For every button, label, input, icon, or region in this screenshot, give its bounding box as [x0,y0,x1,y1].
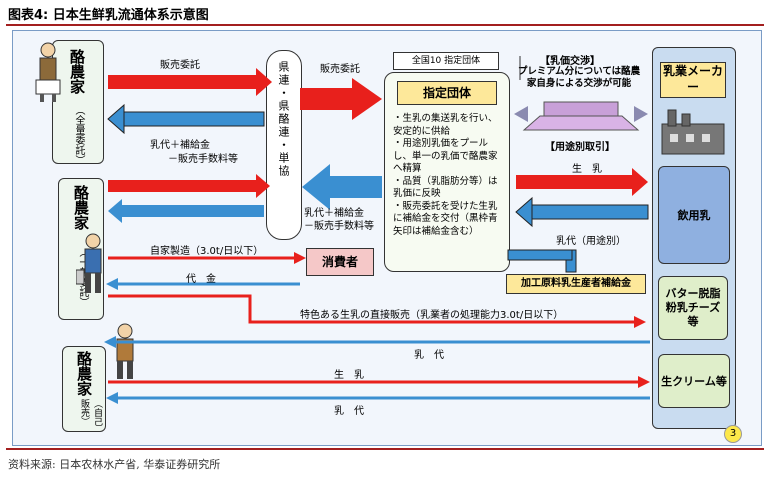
fresh-cream-box: 生クリーム等 [658,354,730,408]
consumer-box: 消費者 [306,248,374,276]
arrow-direct-sale [108,294,646,328]
label-price: 代 金 [186,274,216,285]
farmer-box-full: 酪農家 （全量委託） [52,40,104,165]
prefecture-federation-box: 県連・県酪連・単協 [266,50,302,240]
farmer-box-self: 酪農家 （自己販売） [62,346,106,432]
farmer-subtitle: （全量委託） [73,105,84,165]
arrow-subsidy [507,249,577,273]
drinking-milk-box: 飲用乳 [658,166,730,264]
label-payment-2b: －販売手数料等 [304,221,374,232]
farmer-worker-illustration [76,233,102,293]
arrow-raw-milk-to-dairy [516,168,648,196]
label-sales-consign-2: 販売委託 [320,64,360,75]
label-milk-payment-2: 乳 代 [414,350,444,361]
farmer-title: 酪農家 [68,49,86,94]
farmer-herder-illustration [116,323,134,379]
bottom-rule [6,448,764,450]
subsidy-box: 加工原料乳生産者補給金 [506,274,646,294]
figure-title: 图表4: 日本生鲜乳流通体系示意图 [8,8,209,23]
label-payment-1b: －販売手数料等 [168,154,238,165]
factory-icon [661,109,725,155]
use-based-trade-label: 【用途別取引】 [545,142,615,153]
label-sales-consign-1: 販売委託 [160,60,200,71]
label-raw-milk-2: 生 乳 [334,370,364,381]
arrow-consign-3 [108,174,270,198]
designated-body-title: 指定団体 [397,81,497,105]
label-direct-sale: 特色ある生乳の直接販売（乳業者の処理能力3.0t/日以下） [300,310,564,321]
prefecture-label: 県連・県酪連・単協 [277,61,290,178]
farmer-subtitle: （自己販売） [79,399,102,426]
farmer-title: 酪農家 [75,351,93,396]
label-milk-payment-use: 乳代（用途別） [556,236,626,247]
label-milk-payment-3: 乳 代 [334,406,364,417]
arrow-payment-3 [108,199,264,223]
label-payment-1: 乳代＋補給金 [150,140,210,151]
arrow-milk-payment-use [515,196,649,228]
farmer-box-partial: 酪農家 （一部委託） [58,178,104,320]
arrow-payment-1 [107,103,265,135]
designated-point: ・販売委託を受けた生乳に補給金を交付（黒枠青矢印は補給金含む） [393,200,498,237]
negotiation-table-illustration [514,101,648,131]
arrow-consign-1 [108,68,272,96]
designated-body-points: ・生乳の集送乳を行い、安定的に供給 ・用途別乳価をプールし、単一の乳価で酪農家へ… [393,113,505,238]
dairy-manufacturer-title: 乳業メーカー [660,62,726,98]
arrow-payment-2 [302,164,382,210]
label-raw-milk-1: 生 乳 [572,164,602,175]
designated-point: ・生乳の集送乳を行い、安定的に供給 [393,113,498,137]
farmer-cow-illustration [35,42,61,102]
label-payment-2: 乳代＋補給金 [304,208,364,219]
source-note: 资料来源: 日本农林水产省, 华泰证券研究所 [8,458,221,471]
arrow-consign-2 [300,78,382,120]
price-negotiation-note: プレミアム分については酪農家自身による交渉が可能 [517,66,641,89]
national-designated-label: 全国10 指定団体 [393,52,499,70]
designated-body-box: 指定団体 ・生乳の集送乳を行い、安定的に供給 ・用途別乳価をプールし、単一の乳価… [384,72,510,272]
designated-point: ・用途別乳価をプールし、単一の乳価で酪農家へ精算 [393,138,498,174]
page-number-badge: 3 [724,425,742,443]
label-self-production: 自家製造（3.0t/日以下） [150,246,264,257]
designated-point: ・品質（乳脂肪分等）は乳価に反映 [393,175,498,200]
price-negotiation-title: 【乳価交渉】 [540,56,600,67]
butter-cheese-box: バター脱脂粉乳チーズ等 [658,276,728,340]
farmer-title: 酪農家 [72,185,90,230]
top-rule [6,24,764,26]
